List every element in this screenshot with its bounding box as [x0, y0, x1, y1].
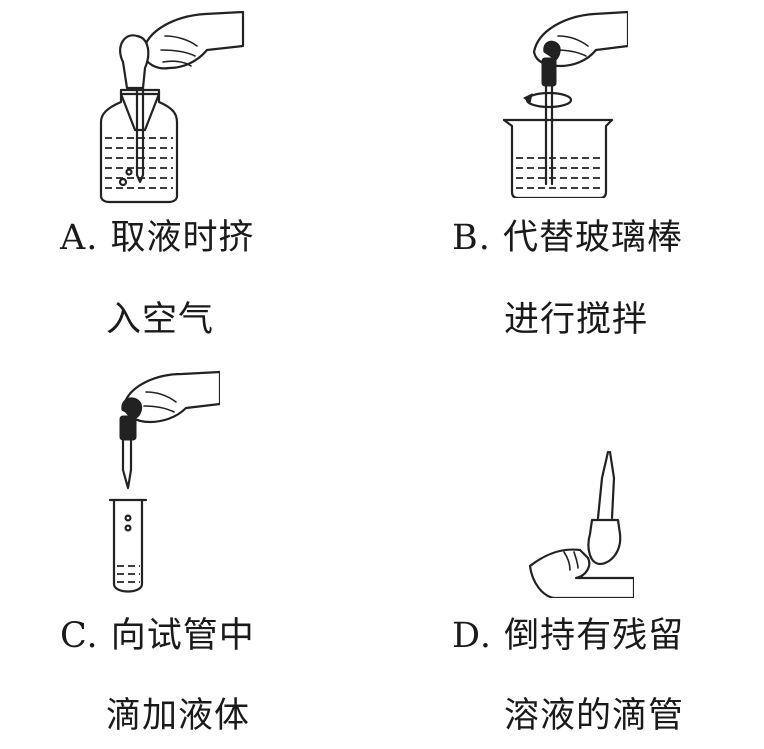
- option-d-panel: D. 倒持有残留 溶液的滴管: [380, 360, 764, 749]
- option-b-illustration-icon: [502, 10, 628, 198]
- option-c-caption-line-2: 滴加液体: [106, 696, 251, 736]
- option-b-caption-line-1: B. 代替玻璃棒: [452, 218, 683, 258]
- option-b-caption-line-2: 进行搅拌: [504, 300, 649, 340]
- option-d-illustration-icon: [528, 450, 634, 598]
- option-c-illustration-icon: [108, 370, 220, 593]
- option-d-caption-line-1: D. 倒持有残留: [452, 616, 685, 656]
- option-a-caption-line-2: 入空气: [106, 300, 215, 340]
- option-d-caption-line-2: 溶液的滴管: [504, 696, 685, 736]
- option-c-caption-line-1: C. 向试管中: [60, 616, 255, 656]
- option-b-panel: B. 代替玻璃棒 进行搅拌: [380, 0, 764, 360]
- option-a-illustration-icon: [99, 10, 245, 204]
- option-c-panel: C. 向试管中 滴加液体: [0, 360, 380, 749]
- option-a-caption-line-1: A. 取液时挤: [60, 218, 255, 258]
- option-a-panel: A. 取液时挤 入空气: [0, 0, 380, 360]
